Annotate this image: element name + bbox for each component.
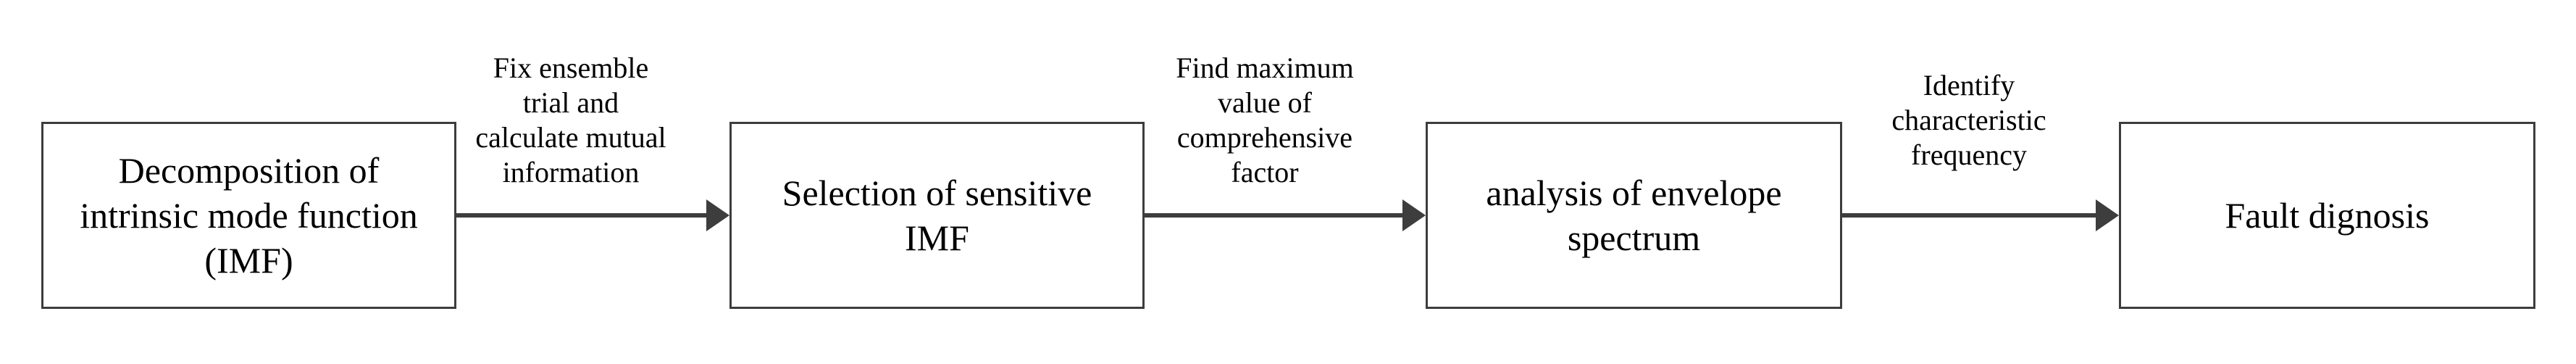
arrowhead-right-icon <box>706 199 729 231</box>
box-imf-decomposition-label: Decomposition of intrinsic mode function… <box>80 150 418 281</box>
arrow-shaft-2 <box>1145 213 1404 218</box>
arrow-shaft-3 <box>1842 213 2097 218</box>
box-fault-diagnosis: Fault dignosis <box>2119 122 2535 309</box>
box-sensitive-imf-selection: Selection of sensitive IMF <box>729 122 1145 309</box>
box-sensitive-imf-selection-label: Selection of sensitive IMF <box>782 173 1092 258</box>
arrow-label-fix-ensemble-trial: Fix ensemble trial and calculate mutual … <box>475 51 666 189</box>
arrowhead-right-icon <box>2096 199 2119 231</box>
box-imf-decomposition: Decomposition of intrinsic mode function… <box>41 122 456 309</box>
box-envelope-spectrum-analysis: analysis of envelope spectrum <box>1426 122 1842 309</box>
arrowhead-right-icon <box>1402 199 1426 231</box>
box-envelope-spectrum-analysis-label: analysis of envelope spectrum <box>1486 173 1782 258</box>
arrow-shaft-1 <box>456 213 708 218</box>
box-fault-diagnosis-label: Fault dignosis <box>2225 195 2430 236</box>
arrow-label-find-maximum-factor: Find maximum value of comprehensive fact… <box>1176 51 1354 189</box>
arrow-label-identify-frequency: Identify characteristic frequency <box>1891 69 2046 171</box>
